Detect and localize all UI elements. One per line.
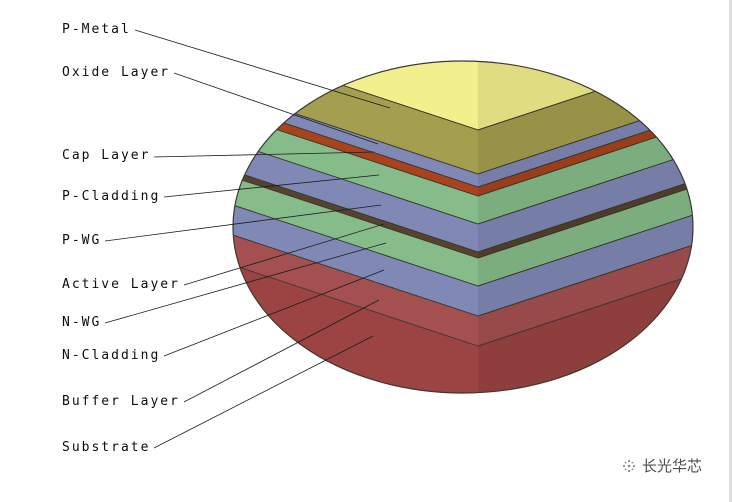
leader-line-n-cladding — [163, 269, 385, 357]
layer-label-p-metal: P-Metal — [62, 22, 131, 37]
layer-band-p-wg — [233, 61, 693, 253]
layer-label-n-cladding: N-Cladding — [62, 348, 161, 363]
wafer-outline — [232, 60, 694, 394]
layer-band-active-layer — [233, 79, 693, 259]
layer-label-p-wg: P-WG — [62, 233, 102, 248]
brand-watermark: 长光华芯 — [621, 455, 702, 476]
layer-label-cap-layer: Cap Layer — [62, 148, 151, 163]
leader-line-n-wg — [104, 242, 387, 324]
layer-label-substrate: Substrate — [62, 440, 151, 455]
leader-line-p-cladding — [163, 174, 380, 198]
scrollbar[interactable] — [729, 0, 732, 502]
layer-band-cap-layer — [233, 61, 693, 197]
leader-line-oxide-layer — [173, 72, 379, 145]
layer-label-buffer-layer: Buffer Layer — [62, 394, 180, 409]
leader-line-cap-layer — [153, 151, 375, 158]
layer-label-oxide-layer: Oxide Layer — [62, 65, 171, 80]
layer-band-p-cladding — [233, 61, 693, 225]
layer-band-n-wg — [233, 85, 693, 287]
brand-name: 长光华芯 — [641, 457, 702, 475]
leader-line-p-wg — [104, 204, 382, 242]
layer-label-active-layer: Active Layer — [62, 277, 180, 292]
layer-band-buffer-layer — [233, 143, 693, 347]
leader-line-p-metal — [134, 29, 391, 109]
layer-band-n-cladding — [233, 113, 693, 317]
snowflake-logo-icon — [622, 459, 636, 472]
leader-line-substrate — [153, 335, 374, 449]
layer-label-p-cladding: P-Cladding — [62, 189, 161, 204]
layer-band-p-metal — [233, 61, 693, 175]
leader-line-active-layer — [183, 223, 385, 286]
leader-line-buffer-layer — [183, 299, 380, 403]
shading-overlay — [478, 61, 693, 393]
layer-label-n-wg: N-WG — [62, 315, 102, 330]
layer-band-oxide-layer — [233, 61, 693, 188]
